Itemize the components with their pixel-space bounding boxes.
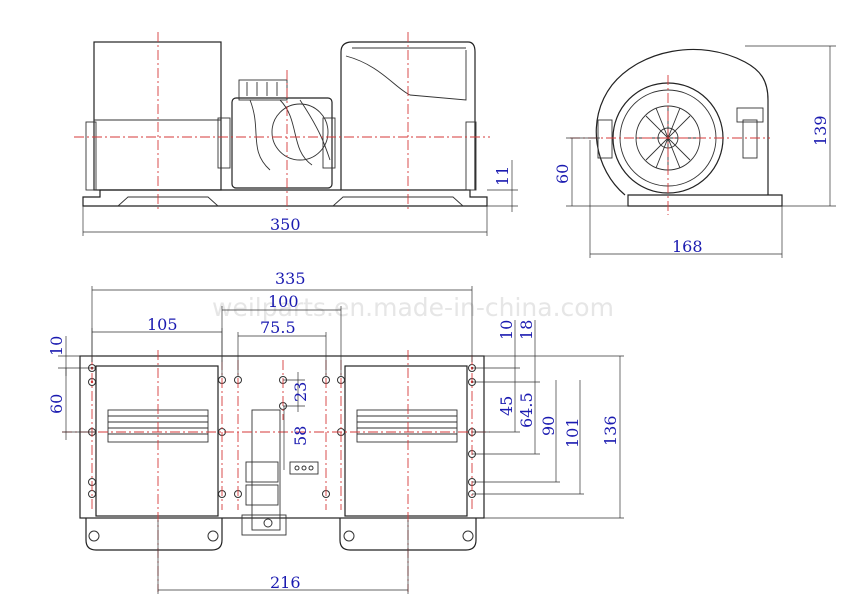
plan-dim-75-5: 75.5 bbox=[260, 318, 296, 337]
front-right-bracket bbox=[465, 121, 477, 191]
front-motor bbox=[231, 97, 333, 189]
plan-right-grille bbox=[356, 409, 458, 443]
side-base bbox=[627, 194, 783, 207]
plan-base-plate bbox=[79, 355, 485, 519]
side-dim-139: 139 bbox=[811, 115, 830, 146]
front-left-bracket bbox=[85, 121, 97, 191]
side-dim-60: 60 bbox=[553, 164, 572, 184]
plan-dim-right-18: 18 bbox=[517, 320, 536, 340]
bottom-view: 335 100 105 75.5 216 10 60 23 5 bbox=[47, 269, 624, 594]
front-view: 350 11 bbox=[74, 32, 518, 236]
plan-dim-335: 335 bbox=[275, 269, 306, 288]
front-base-cutouts bbox=[117, 196, 464, 207]
plan-dim-mid-58: 58 bbox=[291, 426, 310, 446]
front-base-plate bbox=[82, 189, 488, 207]
front-right-housing bbox=[340, 41, 476, 190]
plan-connector bbox=[289, 461, 319, 475]
front-dim-11: 11 bbox=[493, 166, 512, 186]
front-dim-350: 350 bbox=[270, 215, 301, 234]
side-left-bracket bbox=[597, 119, 613, 159]
front-left-housing bbox=[93, 41, 222, 191]
plan-dim-left-10: 10 bbox=[47, 336, 66, 356]
plan-dim-mid-23: 23 bbox=[291, 382, 310, 402]
plan-dim-right-136: 136 bbox=[601, 415, 620, 446]
plan-dim-left-60: 60 bbox=[47, 394, 66, 414]
plan-dim-right-64-5: 64.5 bbox=[517, 392, 536, 428]
plan-dim-right-90: 90 bbox=[539, 416, 558, 436]
plan-dim-right-10: 10 bbox=[497, 320, 516, 340]
plan-left-flange bbox=[85, 518, 223, 551]
plan-dim-right-45: 45 bbox=[497, 396, 516, 416]
watermark-text: weilparts.en.made-in-china.com bbox=[212, 293, 614, 322]
side-view: 139 60 168 bbox=[553, 45, 836, 258]
plan-dim-105: 105 bbox=[147, 315, 178, 334]
plan-center-bracket bbox=[251, 409, 281, 531]
plan-dim-right-101: 101 bbox=[563, 417, 582, 448]
plan-dim-100: 100 bbox=[268, 292, 299, 311]
side-right-bracket bbox=[742, 119, 758, 159]
plan-mounting-holes bbox=[88, 364, 476, 498]
plan-dim-216: 216 bbox=[270, 573, 301, 592]
side-dim-168: 168 bbox=[672, 237, 703, 256]
plan-right-housing bbox=[344, 365, 468, 517]
plan-left-housing bbox=[95, 365, 219, 517]
front-motor-connector bbox=[238, 79, 288, 101]
